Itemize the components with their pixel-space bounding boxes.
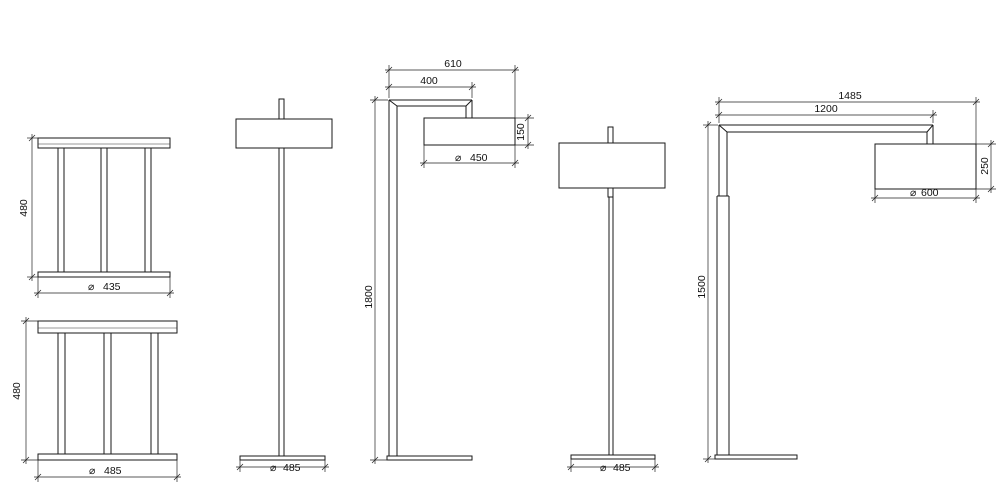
shade-diameter-symbol: ⌀: [910, 187, 917, 199]
height-label: 1500: [696, 275, 708, 299]
arm-width-dimension: [715, 110, 937, 123]
shade-height-label: 150: [515, 123, 527, 141]
floor-lamp-straight: ⌀ 485: [235, 98, 333, 474]
table-leg: [57, 147, 65, 273]
diameter-symbol: ⌀: [600, 462, 607, 474]
arm-width-dimension: [385, 82, 476, 98]
lamp-stem: [608, 196, 614, 456]
shade-height-dimension: [515, 114, 534, 149]
height-label: 480: [11, 382, 23, 400]
height-dimension: [703, 121, 718, 463]
diameter-symbol: ⌀: [88, 281, 95, 293]
shade-height-label: 250: [979, 157, 991, 175]
diameter-label: 435: [103, 281, 121, 293]
height-label: 480: [18, 199, 30, 217]
lamp-base: [386, 455, 473, 461]
overall-width-dimension: [715, 97, 980, 144]
table-top: [37, 320, 178, 334]
diameter-dimension: [34, 460, 181, 482]
arm-width-label: 1200: [814, 103, 838, 115]
floor-lamp-straight-2: ⌀ 485: [558, 126, 666, 474]
diameter-symbol: ⌀: [270, 462, 277, 474]
shade-diameter-symbol: ⌀: [455, 152, 462, 164]
arc-lamp-medium: 610 400 150 ⌀ 450: [363, 58, 534, 464]
lamp-base: [570, 454, 656, 460]
height-dimension: [370, 96, 388, 464]
diameter-symbol: ⌀: [89, 465, 96, 477]
lamp-finial: [607, 126, 614, 144]
diameter-dimension: [34, 277, 174, 298]
side-table-large: 480 ⌀ 485: [11, 317, 181, 482]
shade-diameter-label: 600: [921, 187, 939, 199]
arm-width-label: 400: [420, 75, 438, 87]
shade-diameter-dimension: [871, 189, 980, 203]
lamp-shade: [423, 117, 516, 146]
table-leg: [150, 332, 159, 455]
diameter-label: 485: [283, 462, 301, 474]
table-leg: [57, 332, 66, 455]
diameter-dimension: [567, 459, 659, 472]
overall-width-label: 1485: [838, 90, 862, 102]
diameter-label: 485: [104, 465, 122, 477]
lamp-base: [714, 454, 798, 460]
height-label: 1800: [363, 285, 375, 309]
diameter-label: 485: [613, 462, 631, 474]
shade-diameter-dimension: [420, 145, 519, 168]
overall-width-dimension: [385, 65, 519, 118]
lamp-shade: [558, 142, 666, 189]
height-dimension: [27, 134, 40, 281]
shade-height-dimension: [976, 140, 996, 193]
arc-lamp-large: 1485 1200 250 ⌀ 600: [696, 90, 996, 463]
overall-width-label: 610: [444, 58, 462, 70]
table-leg: [100, 147, 108, 273]
table-top: [37, 137, 171, 149]
lamp-stem: [278, 147, 285, 457]
shade-diameter-label: 450: [470, 152, 488, 164]
lamp-shade: [235, 118, 333, 149]
height-dimension: [21, 317, 40, 464]
table-leg: [103, 332, 112, 455]
table-base: [37, 271, 171, 278]
table-leg: [144, 147, 152, 273]
lamp-base: [239, 455, 326, 461]
diameter-dimension: [236, 460, 329, 472]
lamp-stem-joint: [607, 187, 614, 198]
lamp-finial: [278, 98, 285, 120]
table-base: [37, 453, 178, 461]
side-table-small: 480 ⌀ 435: [18, 134, 174, 298]
lamp-shade: [874, 143, 977, 190]
